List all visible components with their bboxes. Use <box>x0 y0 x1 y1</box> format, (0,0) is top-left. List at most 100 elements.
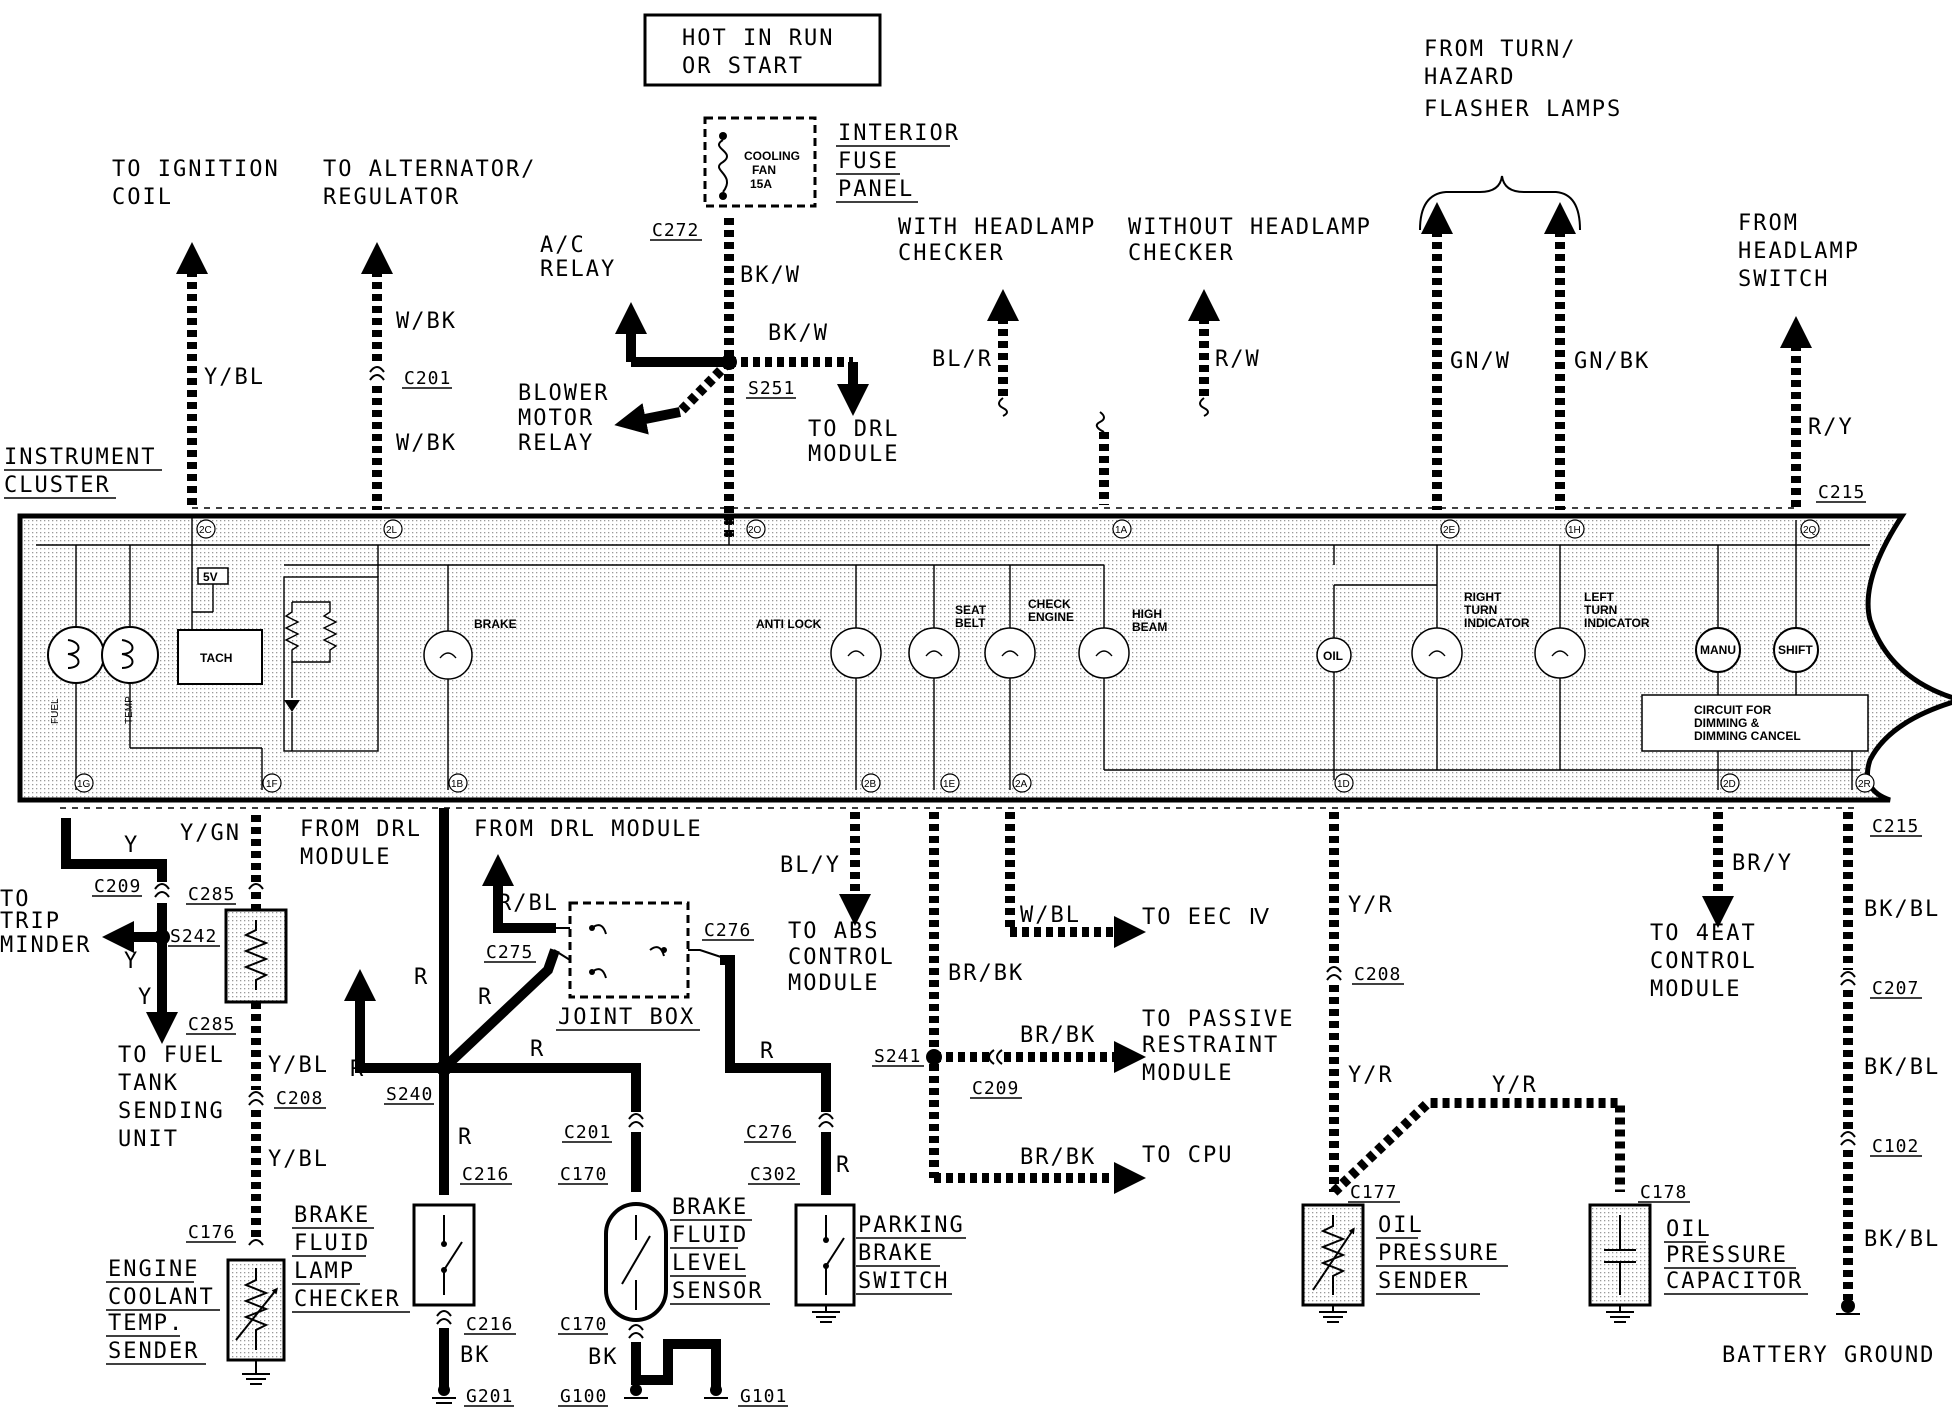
svg-text:BR/Y: BR/Y <box>1732 851 1793 876</box>
svg-text:MODULE: MODULE <box>1142 1061 1233 1086</box>
svg-text:MODULE: MODULE <box>788 971 879 996</box>
coolant-temp-circuit <box>224 815 288 1385</box>
svg-text:R/Y: R/Y <box>1808 415 1854 440</box>
svg-text:BR/BK: BR/BK <box>948 961 1024 986</box>
svg-text:TURN: TURN <box>1464 603 1497 617</box>
svg-text:C177: C177 <box>1350 1182 1397 1203</box>
svg-text:TO ABS: TO ABS <box>788 919 879 944</box>
svg-text:MODULE: MODULE <box>1650 977 1741 1002</box>
svg-text:C276: C276 <box>746 1122 793 1143</box>
svg-text:SHIFT: SHIFT <box>1778 643 1813 657</box>
svg-text:5V: 5V <box>203 570 218 584</box>
hot-in-run-box: HOT IN RUN OR START <box>643 13 882 87</box>
svg-text:RESTRAINT: RESTRAINT <box>1142 1033 1279 1058</box>
svg-text:C216: C216 <box>466 1314 513 1335</box>
svg-text:CONTROL: CONTROL <box>1650 949 1757 974</box>
svg-text:SENSOR: SENSOR <box>672 1279 763 1304</box>
svg-text:C276: C276 <box>704 920 751 941</box>
svg-text:CHECK: CHECK <box>1028 597 1071 611</box>
svg-text:BK: BK <box>460 1343 491 1368</box>
svg-text:TEMP.: TEMP. <box>108 1311 184 1336</box>
to-drl-module-label-2: MODULE <box>808 442 899 467</box>
to-alternator-label: TO ALTERNATOR/ <box>323 157 536 182</box>
svg-text:2Q: 2Q <box>1803 525 1817 536</box>
svg-text:C176: C176 <box>188 1222 235 1243</box>
svg-text:TO 4EAT: TO 4EAT <box>1650 921 1757 946</box>
dimming-circuit: CIRCUIT FOR DIMMING & DIMMING CANCEL <box>1641 694 1869 790</box>
svg-text:2E: 2E <box>1443 525 1456 536</box>
svg-text:GN/W: GN/W <box>1450 349 1511 374</box>
svg-text:MANU: MANU <box>1700 643 1736 657</box>
svg-text:Y/BL: Y/BL <box>204 365 265 390</box>
headlamp-switch-label-3: SWITCH <box>1738 267 1829 292</box>
svg-text:R: R <box>458 1125 473 1150</box>
svg-text:TO FUEL: TO FUEL <box>118 1043 225 1068</box>
svg-text:Y: Y <box>124 833 139 858</box>
svg-text:C178: C178 <box>1640 1182 1687 1203</box>
svg-text:BK/W: BK/W <box>768 321 829 346</box>
svg-text:UNIT: UNIT <box>118 1127 179 1152</box>
svg-text:W/BK: W/BK <box>396 431 457 456</box>
svg-text:C302: C302 <box>750 1164 797 1185</box>
brake-lamp: BRAKE <box>423 565 517 790</box>
svg-text:JOINT BOX: JOINT BOX <box>558 1005 695 1030</box>
svg-text:SENDING: SENDING <box>118 1099 225 1124</box>
svg-text:G201: G201 <box>466 1386 513 1407</box>
svg-text:ENGINE: ENGINE <box>1028 610 1074 624</box>
svg-text:C201: C201 <box>404 368 451 389</box>
svg-text:C201: C201 <box>564 1122 611 1143</box>
svg-text:2R: 2R <box>1858 779 1871 790</box>
svg-text:1A: 1A <box>1115 525 1128 536</box>
svg-text:C285: C285 <box>188 884 235 905</box>
svg-text:1H: 1H <box>1568 525 1581 536</box>
svg-text:DIMMING &: DIMMING & <box>1694 716 1760 730</box>
svg-text:LAMP: LAMP <box>294 1259 355 1284</box>
svg-text:Y/BL: Y/BL <box>268 1147 329 1172</box>
left-turn-lamp: LEFT TURN INDICATOR <box>1534 545 1650 770</box>
svg-text:S251: S251 <box>748 378 795 399</box>
svg-text:2O: 2O <box>748 525 762 536</box>
interior-fuse-panel: COOLING FAN 15A INTERIOR FUSE PANEL <box>703 116 958 208</box>
svg-text:BELT: BELT <box>955 616 986 630</box>
svg-text:SENDER: SENDER <box>1378 1269 1469 1294</box>
svg-text:FUEL: FUEL <box>50 698 61 724</box>
without-headlamp-checker-label: WITHOUT HEADLAMP <box>1128 215 1372 240</box>
svg-text:Y/R: Y/R <box>1348 893 1394 918</box>
svg-text:C215: C215 <box>1872 816 1919 837</box>
svg-text:FLUID: FLUID <box>672 1223 748 1248</box>
svg-text:2C: 2C <box>199 525 212 536</box>
svg-text:BK/BL: BK/BL <box>1864 1227 1940 1252</box>
svg-text:TANK: TANK <box>118 1071 179 1096</box>
svg-text:R/W: R/W <box>1215 347 1261 372</box>
svg-text:BRAKE: BRAKE <box>672 1195 748 1220</box>
svg-text:ANTI LOCK: ANTI LOCK <box>756 617 822 631</box>
svg-text:MODULE: MODULE <box>300 845 391 870</box>
svg-text:BRAKE: BRAKE <box>858 1241 934 1266</box>
svg-text:R: R <box>414 965 429 990</box>
svg-text:DIMMING CANCEL: DIMMING CANCEL <box>1694 729 1801 743</box>
svg-text:BRAKE: BRAKE <box>474 617 517 631</box>
oil-lamp: OIL <box>1316 637 1352 673</box>
svg-text:G100: G100 <box>560 1386 607 1407</box>
check-engine-lamp: CHECK ENGINE <box>984 565 1074 790</box>
turn-hazard-brace <box>1419 175 1581 231</box>
svg-text:2A: 2A <box>1015 779 1028 790</box>
svg-text:FAN: FAN <box>752 163 776 177</box>
svg-text:Y/R: Y/R <box>1348 1063 1394 1088</box>
svg-text:W/BL: W/BL <box>1020 903 1081 928</box>
svg-text:CONTROL: CONTROL <box>788 945 895 970</box>
svg-text:COOLANT: COOLANT <box>108 1285 215 1310</box>
svg-text:C272: C272 <box>652 220 699 241</box>
abs-eec-cpu-circuits <box>838 812 1147 1195</box>
oil-pressure-circuits <box>1301 812 1652 1323</box>
to-drl-module-label: TO DRL <box>808 417 899 442</box>
svg-text:TO: TO <box>0 887 31 912</box>
svg-text:C216: C216 <box>462 1164 509 1185</box>
svg-text:TO EEC Ⅳ: TO EEC Ⅳ <box>1142 905 1271 930</box>
trip-minder-circuit <box>61 818 179 1045</box>
instrument-cluster-label-2: CLUSTER <box>4 473 111 498</box>
svg-text:S241: S241 <box>874 1046 921 1067</box>
svg-text:R: R <box>350 1057 365 1082</box>
svg-text:OIL: OIL <box>1378 1213 1424 1238</box>
